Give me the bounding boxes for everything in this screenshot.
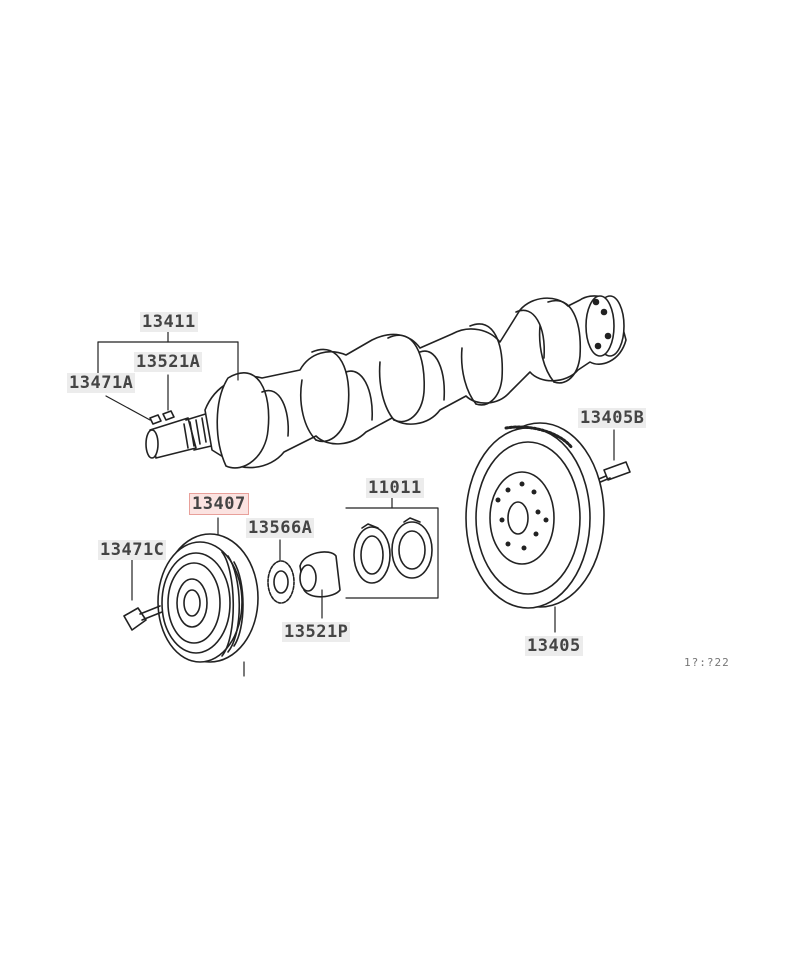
- part-label-13405[interactable]: 13405: [525, 636, 583, 656]
- part-label-13411[interactable]: 13411: [140, 312, 198, 332]
- sleeve-drawing: [299, 551, 341, 619]
- part-label-13521a[interactable]: 13521A: [134, 352, 203, 372]
- figure-code: 1?:?22: [684, 656, 730, 669]
- timing-gear-drawing: [267, 539, 295, 604]
- part-label-13471a[interactable]: 13471A: [67, 373, 136, 393]
- part-label-13521p[interactable]: 13521P: [282, 622, 351, 642]
- crankshaft-drawing: [145, 295, 627, 469]
- part-label-13566a[interactable]: 13566A: [246, 518, 315, 538]
- bolt-13471c-drawing: [123, 559, 163, 631]
- bolt-13405b-drawing: [593, 429, 631, 484]
- thrust-washers-drawing: [345, 497, 439, 599]
- crankshaft-pulley-drawing: [157, 517, 259, 677]
- part-label-13407[interactable]: 13407: [189, 493, 249, 515]
- flywheel-drawing: [465, 422, 605, 633]
- part-label-11011[interactable]: 11011: [366, 478, 424, 498]
- part-label-13471c[interactable]: 13471C: [98, 540, 167, 560]
- bracket-13411: [97, 330, 239, 421]
- part-label-13405b[interactable]: 13405B: [578, 408, 647, 428]
